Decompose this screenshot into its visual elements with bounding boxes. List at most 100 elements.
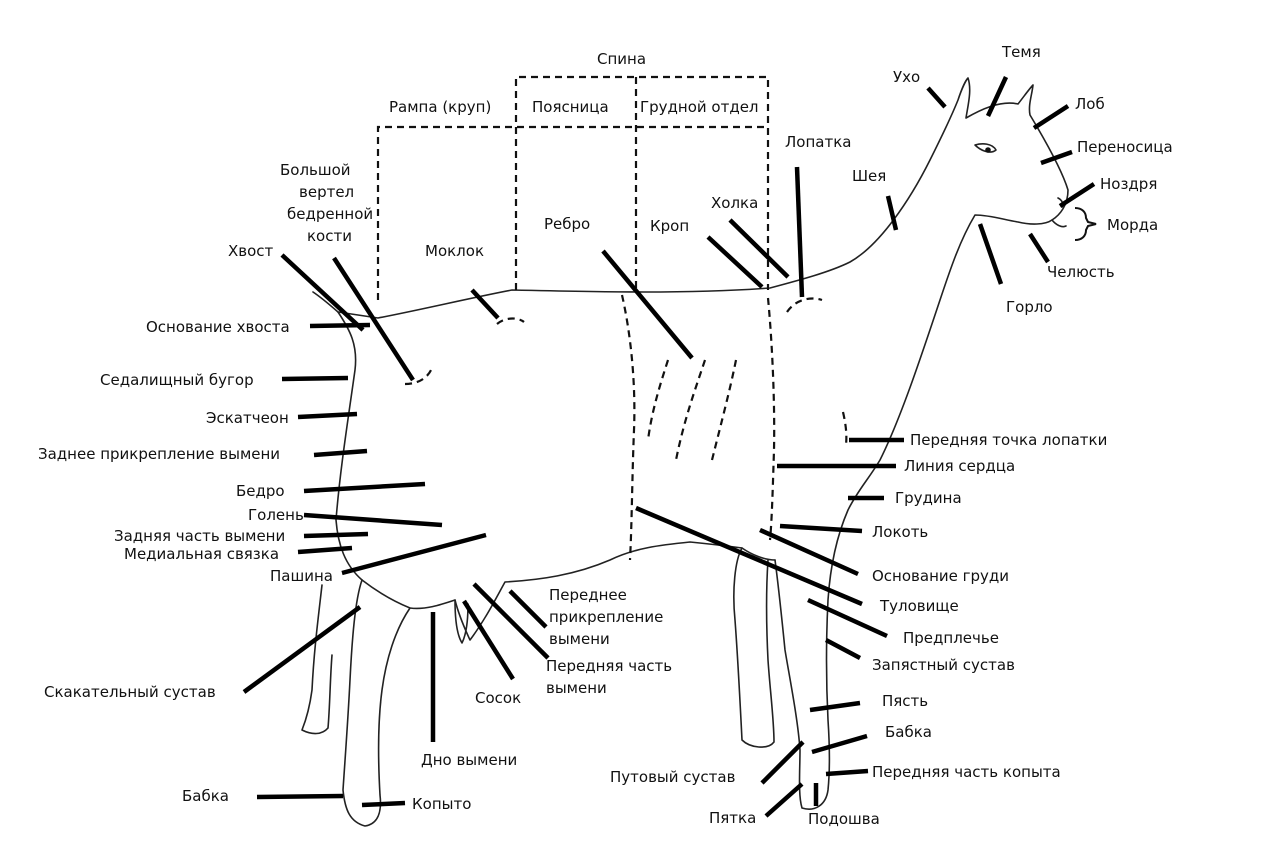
label-thigh: Бедро — [236, 482, 285, 500]
label-muzzle: Морда — [1107, 216, 1158, 234]
label-rump: Рампа (круп) — [389, 98, 491, 116]
region-boxes — [376, 75, 848, 561]
label-front-pastern: Бабка — [885, 723, 932, 741]
pointer-rib — [601, 249, 694, 360]
label-flank: Пашина — [270, 567, 333, 585]
label-fore-udder-attach-1: Переднее — [549, 586, 627, 604]
pointer-tail-base — [309, 322, 371, 329]
pointer-lines — [242, 76, 1096, 818]
label-rear-udder: Задняя часть вымени — [114, 527, 285, 545]
muzzle-brace — [1074, 207, 1097, 241]
label-neck: Шея — [852, 167, 886, 185]
label-point-of-shoulder: Передняя точка лопатки — [910, 431, 1107, 449]
label-withers: Холка — [711, 194, 758, 212]
pointer-knee — [824, 638, 862, 660]
label-cannon: Пясть — [882, 692, 928, 710]
pointer-bridge — [1040, 149, 1073, 166]
pointer-fetlock — [760, 740, 805, 785]
pointer-ear — [926, 86, 947, 109]
label-forearm: Предплечье — [903, 629, 999, 647]
label-rear-hoof: Копыто — [412, 795, 471, 813]
label-fore-udder-1: Передняя часть — [546, 657, 672, 675]
label-sole: Подошва — [808, 810, 880, 828]
pointer-shoulder-blade — [794, 166, 805, 298]
label-tail-base: Основание хвоста — [146, 318, 290, 336]
label-trochanter-2: вертел — [299, 183, 354, 201]
label-chest-floor: Основание груди — [872, 567, 1009, 585]
pointer-elbow — [779, 523, 863, 534]
label-hock: Скакательный сустав — [44, 683, 216, 701]
label-teat: Сосок — [475, 689, 521, 707]
label-fore-udder-attach-2: прикрепление — [549, 608, 663, 626]
label-elbow: Локоть — [872, 523, 928, 541]
label-trochanter-1: Большой — [280, 161, 351, 179]
pointer-front-hoof — [825, 768, 869, 777]
pointer-teat — [462, 599, 515, 681]
label-tail: Хвост — [228, 242, 274, 260]
label-fore-udder-2: вымени — [546, 679, 607, 697]
label-udder-floor: Дно вымени — [421, 751, 517, 769]
label-nostril: Ноздря — [1100, 175, 1157, 193]
label-stifle: Голень — [248, 506, 304, 524]
pointer-rear-udder — [303, 531, 369, 539]
pointer-withers — [728, 218, 790, 279]
pointer-forehead — [1032, 104, 1070, 130]
label-rear-pastern: Бабка — [182, 787, 229, 805]
pointer-medial-ligament — [297, 545, 353, 555]
label-medial-ligament: Медиальная связка — [124, 545, 279, 563]
label-heart-girth: Линия сердца — [904, 457, 1015, 475]
pointer-fore-udder — [472, 582, 550, 660]
label-ear: Ухо — [893, 68, 920, 86]
pointer-rear-udder-attach — [313, 448, 368, 458]
label-front-hoof: Передняя часть копыта — [872, 763, 1061, 781]
label-hip: Моклок — [425, 242, 484, 260]
goat-outline — [301, 77, 1069, 827]
label-trochanter-4: кости — [307, 227, 352, 245]
pointer-forearm — [807, 597, 888, 639]
label-throat: Горло — [1006, 298, 1053, 316]
label-loin: Поясница — [532, 98, 609, 116]
pointer-neck — [885, 195, 899, 231]
label-trochanter-3: бедренной — [287, 205, 373, 223]
pointer-front-pastern — [811, 733, 868, 755]
pointer-fore-udder-attach — [508, 589, 548, 629]
pointer-thigh — [303, 481, 426, 494]
label-forehead: Лоб — [1075, 95, 1105, 113]
label-crown: Темя — [1001, 43, 1041, 61]
label-fore-udder-attach-3: вымени — [549, 630, 610, 648]
pointer-tail — [280, 253, 365, 332]
label-rear-udder-attach: Заднее прикрепление вымени — [38, 445, 280, 463]
pointer-heel — [764, 782, 804, 818]
label-shoulder-blade: Лопатка — [785, 133, 851, 151]
label-escutcheon: Эскатчеон — [206, 409, 289, 427]
pointer-crop — [706, 235, 764, 289]
label-jaw: Челюсть — [1047, 263, 1115, 281]
label-rib: Ребро — [544, 215, 590, 233]
label-bridge: Переносица — [1077, 138, 1173, 156]
label-knee: Запястный сустав — [872, 656, 1015, 674]
label-back: Спина — [597, 50, 646, 68]
label-barrel: Туловище — [879, 597, 959, 615]
pointer-throat — [977, 223, 1004, 285]
pointer-pin-bone — [281, 375, 349, 382]
label-heel: Пятка — [709, 809, 756, 827]
label-crop: Кроп — [650, 217, 689, 235]
pointer-stifle — [303, 512, 443, 528]
pointer-flank — [341, 532, 487, 576]
pointer-escutcheon — [297, 411, 358, 420]
pointer-jaw — [1028, 232, 1050, 264]
pointer-cannon — [809, 700, 861, 713]
pointer-nostril — [1058, 182, 1096, 208]
pointer-rear-pastern — [256, 793, 344, 800]
pointer-trochanter — [332, 256, 415, 382]
pointer-hip — [470, 288, 500, 320]
pointer-chest-floor — [759, 527, 859, 577]
pointer-hock — [242, 605, 362, 694]
label-fetlock: Путовый сустав — [610, 768, 735, 786]
pointer-barrel — [635, 505, 863, 607]
label-brisket: Грудина — [895, 489, 962, 507]
label-pin-bone: Седалищный бугор — [100, 371, 254, 389]
pointer-rear-hoof — [361, 800, 406, 808]
labels: Спина Рампа (круп) Поясница Грудной отде… — [38, 43, 1173, 828]
